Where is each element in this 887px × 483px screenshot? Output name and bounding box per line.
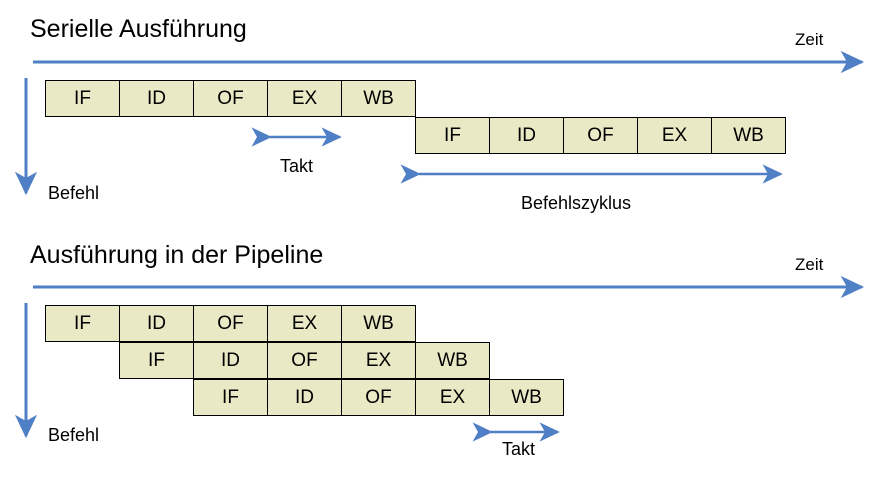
- stage-box-wb: WB: [415, 342, 490, 379]
- stage-box-ex: EX: [415, 379, 490, 416]
- stage-box-wb: WB: [341, 305, 416, 342]
- pipeline-instruction-axis-label: Befehl: [48, 425, 100, 445]
- serial-section-title: Serielle Ausführung: [30, 15, 247, 43]
- stage-box-wb: WB: [711, 117, 786, 154]
- stage-box-ex: EX: [267, 305, 342, 342]
- serial-instruction-axis-label: Befehl: [48, 183, 100, 203]
- pipeline-takt-label: Takt: [502, 439, 536, 459]
- stage-box-ex: EX: [637, 117, 712, 154]
- stage-box-if: IF: [45, 80, 120, 117]
- serial-takt-label: Takt: [280, 156, 314, 176]
- stage-box-if: IF: [415, 117, 490, 154]
- serial-time-axis-label: Zeit: [795, 30, 824, 49]
- stage-box-of: OF: [267, 342, 342, 379]
- stage-box-id: ID: [119, 80, 194, 117]
- stage-box-if: IF: [119, 342, 194, 379]
- stage-box-ex: EX: [267, 80, 342, 117]
- stage-box-of: OF: [341, 379, 416, 416]
- stage-box-of: OF: [193, 305, 268, 342]
- pipeline-section-title: Ausführung in der Pipeline: [30, 241, 324, 269]
- stage-box-if: IF: [45, 305, 120, 342]
- stage-box-id: ID: [489, 117, 564, 154]
- pipeline-time-axis-label: Zeit: [795, 255, 824, 274]
- stage-box-of: OF: [193, 80, 268, 117]
- stage-box-ex: EX: [341, 342, 416, 379]
- stage-box-id: ID: [267, 379, 342, 416]
- stage-box-wb: WB: [489, 379, 564, 416]
- stage-box-id: ID: [193, 342, 268, 379]
- stage-box-if: IF: [193, 379, 268, 416]
- stage-box-of: OF: [563, 117, 638, 154]
- stage-box-id: ID: [119, 305, 194, 342]
- stage-box-wb: WB: [341, 80, 416, 117]
- serial-befehlszyklus-label: Befehlszyklus: [521, 193, 632, 213]
